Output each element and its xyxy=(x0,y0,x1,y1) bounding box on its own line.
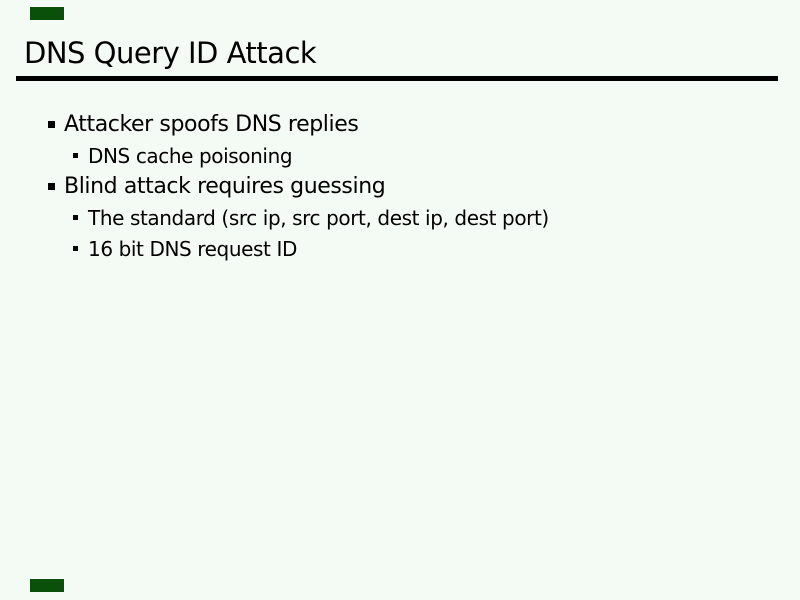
bullet-item: 16 bit DNS request ID xyxy=(0,233,800,264)
bullet-text: DNS cache poisoning xyxy=(88,143,293,168)
title-underline xyxy=(16,76,778,81)
bullet-square-icon xyxy=(73,246,78,251)
bullet-item: The standard (src ip, src port, dest ip,… xyxy=(0,202,800,233)
bullet-square-icon xyxy=(48,121,55,128)
corner-marker-top-left-icon xyxy=(30,7,64,20)
bullet-text: The standard (src ip, src port, dest ip,… xyxy=(88,205,549,230)
corner-marker-bottom-left-icon xyxy=(30,579,64,592)
bullet-square-icon xyxy=(73,215,78,220)
bullet-text: Attacker spoofs DNS replies xyxy=(64,112,359,137)
bullet-text: Blind attack requires guessing xyxy=(64,174,386,199)
bullet-item: DNS cache poisoning xyxy=(0,140,800,171)
slide-title: DNS Query ID Attack xyxy=(24,36,317,70)
bullet-item: Attacker spoofs DNS replies xyxy=(0,109,800,140)
bullet-text: 16 bit DNS request ID xyxy=(88,236,297,261)
bullet-square-icon xyxy=(73,153,78,158)
bullet-item: Blind attack requires guessing xyxy=(0,171,800,202)
bullet-square-icon xyxy=(48,183,55,190)
